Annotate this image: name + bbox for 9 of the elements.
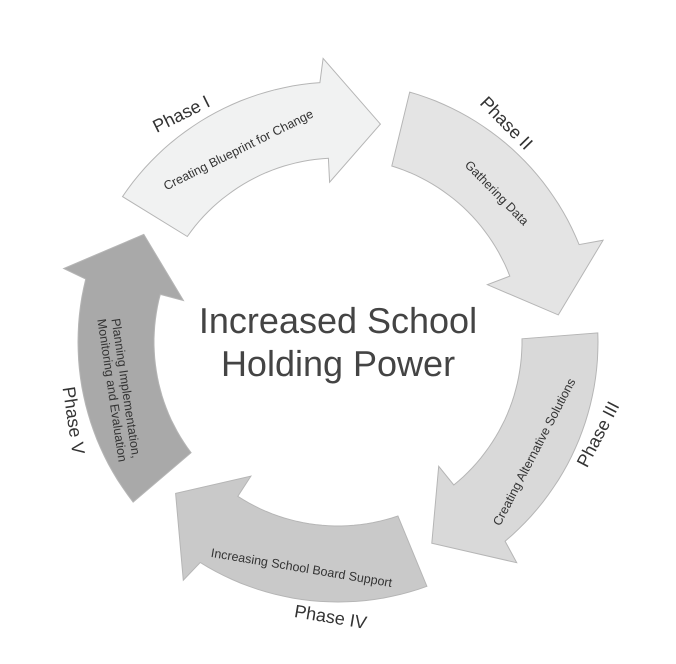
phase-label: Phase I	[150, 92, 214, 138]
phase-text: Increasing School Board Support	[208, 546, 394, 590]
phase-label: Phase IV	[293, 602, 369, 634]
phase-text: Planning Implementation, Monitoring and Evaluation	[92, 316, 144, 465]
phase-segment	[121, 57, 382, 238]
phase-segment	[174, 475, 428, 603]
phase-segment	[62, 233, 193, 504]
phase-label: Phase V	[58, 385, 89, 456]
center-heading: Increased School Holding Power	[198, 299, 478, 386]
